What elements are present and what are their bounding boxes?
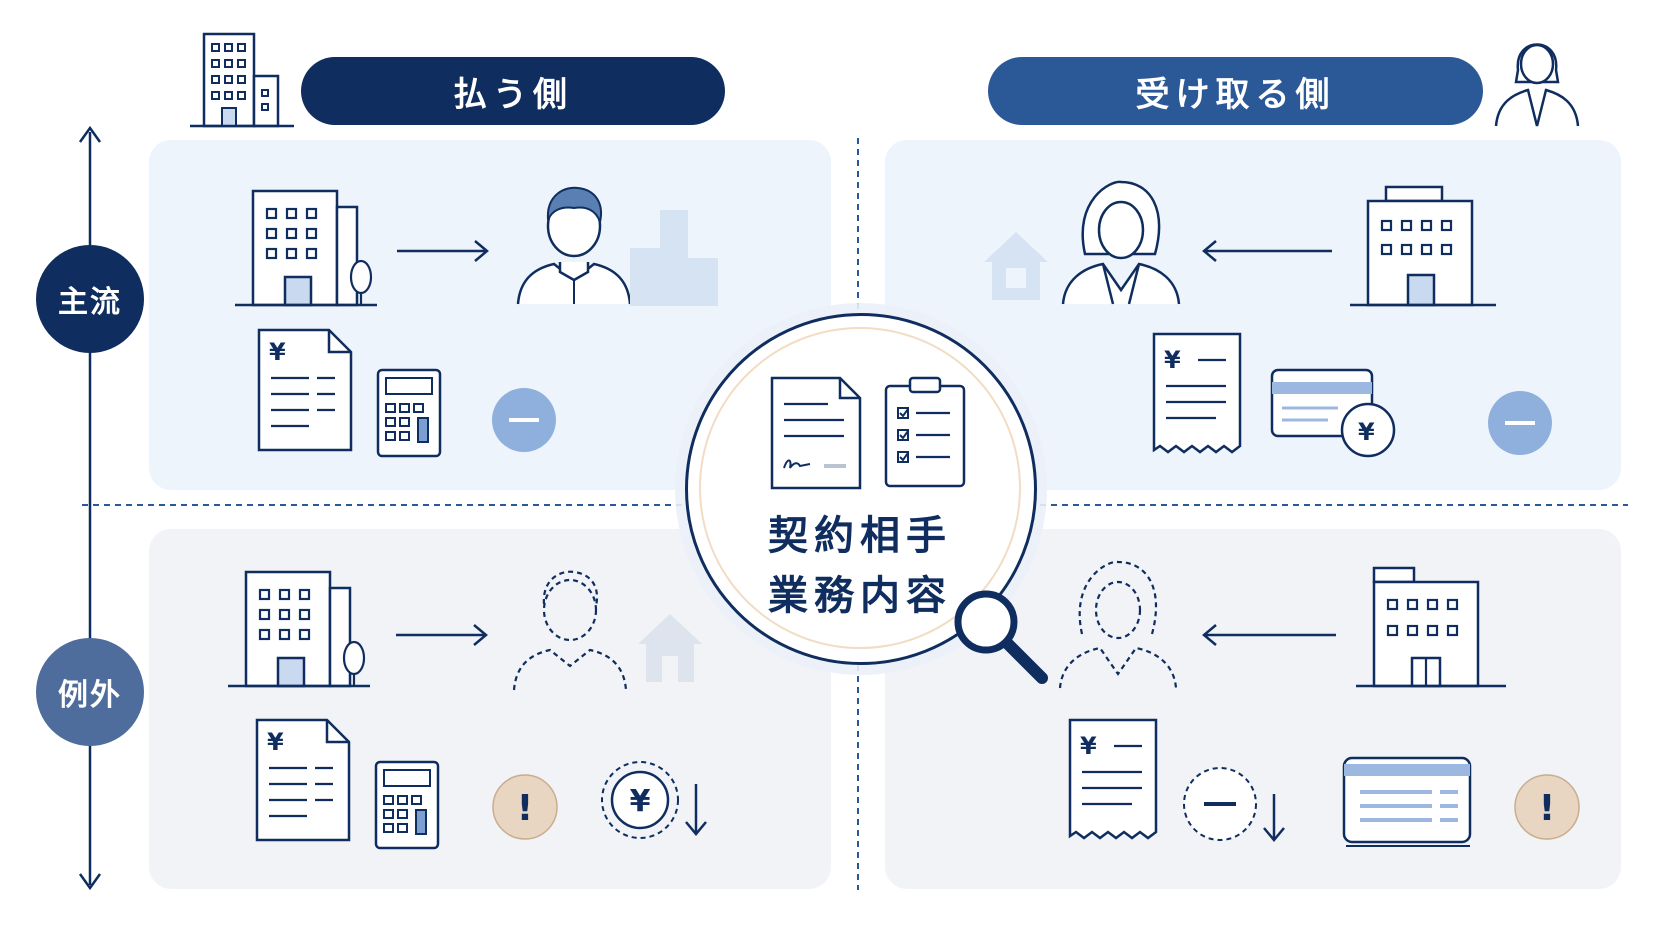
arrow-right-icon — [396, 624, 488, 646]
contract-document-icon — [770, 376, 862, 490]
yen-symbol: ¥ — [267, 728, 284, 756]
woman-icon — [1061, 180, 1181, 305]
alert-symbol: ! — [1539, 788, 1555, 829]
yen-symbol: ¥ — [1080, 732, 1097, 760]
dashed-woman-icon — [1058, 560, 1178, 689]
alert-badge-icon: ! — [1514, 774, 1580, 840]
quadrant-receive-exception — [885, 529, 1621, 889]
card-with-yen-icon: ¥ — [1270, 368, 1396, 458]
minus-badge-icon — [492, 388, 556, 452]
calculator-icon — [376, 368, 442, 458]
arrow-left-icon — [1202, 240, 1332, 262]
receipt-icon: ¥ — [1068, 718, 1158, 840]
yen-symbol: ¥ — [630, 784, 651, 819]
checklist-clipboard-icon — [884, 376, 966, 488]
minus-badge-icon — [1488, 391, 1552, 455]
alert-badge-icon: ! — [492, 774, 558, 840]
man-icon — [516, 186, 632, 305]
center-focus-ring — [699, 327, 1021, 649]
office-building-icon — [1350, 185, 1496, 307]
minus-down-icon — [1183, 767, 1285, 842]
alert-symbol: ! — [517, 788, 533, 829]
dashed-man-icon — [512, 570, 628, 691]
office-building-icon — [190, 32, 294, 128]
arrow-right-icon — [397, 240, 489, 262]
calculator-icon — [374, 760, 440, 850]
pay-side-header: 払う側 — [301, 57, 725, 125]
office-building-icon — [235, 189, 377, 307]
office-building-icon — [1356, 566, 1506, 688]
row-label-exception: 例外 — [36, 638, 144, 746]
office-building-icon — [228, 570, 370, 688]
businesswoman-icon — [1494, 43, 1580, 127]
yen-symbol: ¥ — [1164, 346, 1181, 374]
receive-side-header: 受け取る側 — [988, 57, 1483, 125]
faded-buildings-icon — [630, 210, 718, 306]
receipt-icon: ¥ — [1152, 332, 1242, 454]
center-label-line2: 業務内容 — [768, 573, 952, 619]
invoice-icon: ¥ — [257, 328, 353, 452]
faded-house-icon — [984, 232, 1048, 300]
arrow-left-icon — [1202, 624, 1336, 646]
yen-coin-down-icon: ¥ — [601, 761, 707, 839]
row-label-mainstream: 主流 — [36, 245, 144, 353]
invoice-icon: ¥ — [255, 718, 351, 842]
magnifier-icon — [954, 590, 1048, 684]
bank-book-icon — [1342, 756, 1472, 847]
faded-house-icon — [638, 614, 702, 682]
center-label-line1: 契約相手 — [768, 513, 952, 559]
yen-symbol: ¥ — [269, 338, 286, 366]
yen-symbol: ¥ — [1358, 418, 1375, 446]
